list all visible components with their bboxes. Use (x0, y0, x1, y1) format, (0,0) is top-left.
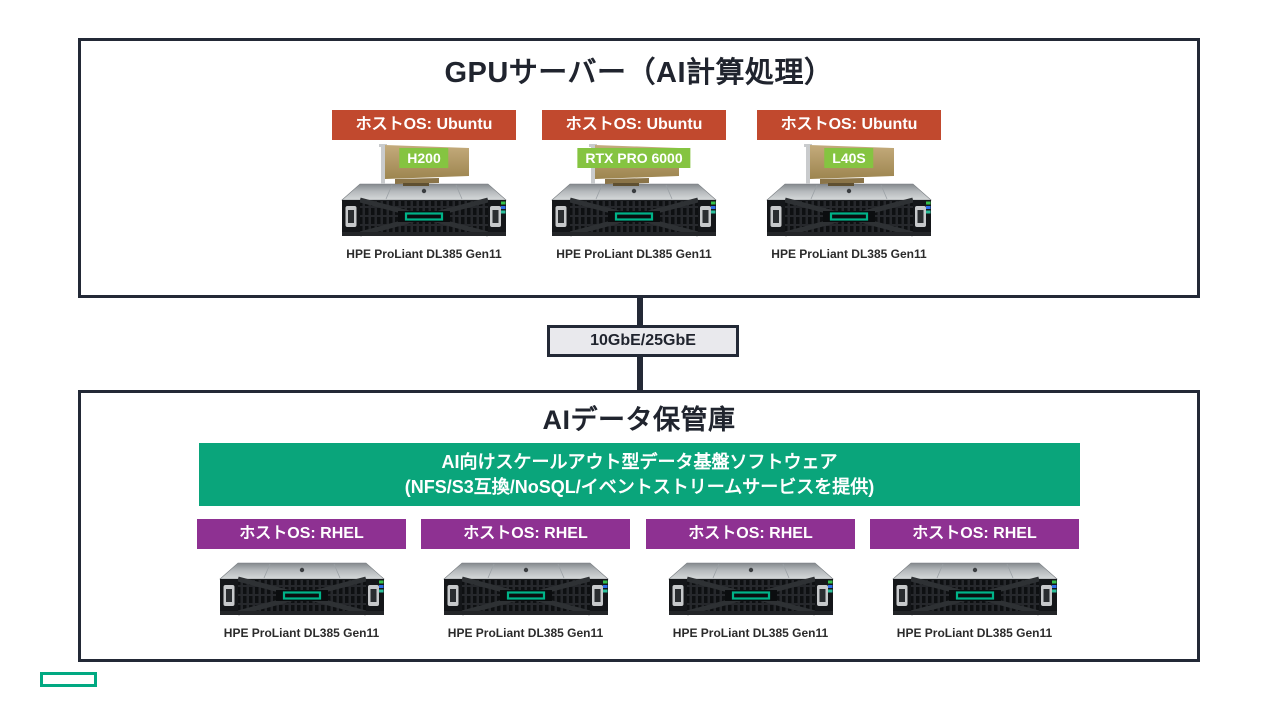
host-os-badge: ホストOS: Ubuntu (542, 110, 726, 140)
host-os-badge: ホストOS: Ubuntu (757, 110, 941, 140)
gpu-server-section: GPUサーバー（AI計算処理） ホストOS: Ubuntu H200 (78, 38, 1200, 298)
storage-section-title: AIデータ保管庫 (542, 405, 736, 435)
gpu-model-badge: H200 (399, 148, 449, 168)
host-os-badge: ホストOS: Ubuntu (332, 110, 516, 140)
storage-server-column-4: ホストOS: RHEL (870, 519, 1079, 640)
software-banner-line1: AI向けスケールアウト型データ基盤ソフトウェア (441, 452, 838, 472)
gpu-card: RTX PRO 6000 (569, 142, 699, 186)
server-image (551, 183, 717, 237)
host-os-badge: ホストOS: RHEL (870, 519, 1079, 549)
gpu-model-badge: L40S (824, 148, 874, 168)
gpu-card: L40S (784, 142, 914, 186)
server-model-caption: HPE ProLiant DL385 Gen11 (556, 247, 712, 261)
server-image (891, 562, 1058, 616)
gpu-card: H200 (359, 142, 489, 186)
software-banner: AI向けスケールアウト型データ基盤ソフトウェア (NFS/S3互換/NoSQL/… (199, 443, 1080, 506)
network-speed-badge: 10GbE/25GbE (547, 325, 739, 357)
server-image (341, 183, 507, 237)
gpu-server-column-3: ホストOS: Ubuntu L40S (757, 110, 941, 261)
gpu-model-badge: RTX PRO 6000 (577, 148, 691, 168)
hpe-element-logo-icon (40, 672, 97, 687)
host-os-badge: ホストOS: RHEL (646, 519, 855, 549)
server-model-caption: HPE ProLiant DL385 Gen11 (346, 247, 502, 261)
host-os-badge: ホストOS: RHEL (197, 519, 406, 549)
storage-server-column-2: ホストOS: RHEL (421, 519, 630, 640)
gpu-section-title: GPUサーバー（AI計算処理） (444, 57, 834, 89)
server-model-caption: HPE ProLiant DL385 Gen11 (896, 626, 1053, 640)
gpu-server-column-1: ホストOS: Ubuntu H200 (332, 110, 516, 261)
server-image (218, 562, 385, 616)
server-image (766, 183, 932, 237)
server-image (442, 562, 609, 616)
server-model-caption: HPE ProLiant DL385 Gen11 (447, 626, 604, 640)
server-image (667, 562, 834, 616)
server-model-caption: HPE ProLiant DL385 Gen11 (672, 626, 829, 640)
server-model-caption: HPE ProLiant DL385 Gen11 (771, 247, 927, 261)
gpu-server-column-2: ホストOS: Ubuntu RTX PRO 6000 (542, 110, 726, 261)
ai-storage-section: AIデータ保管庫 AI向けスケールアウト型データ基盤ソフトウェア (NFS/S3… (78, 390, 1200, 662)
server-model-caption: HPE ProLiant DL385 Gen11 (223, 626, 380, 640)
storage-server-column-1: ホストOS: RHEL (197, 519, 406, 640)
host-os-badge: ホストOS: RHEL (421, 519, 630, 549)
storage-server-column-3: ホストOS: RHEL (646, 519, 855, 640)
software-banner-line2: (NFS/S3互換/NoSQL/イベントストリームサービスを提供) (404, 477, 875, 497)
